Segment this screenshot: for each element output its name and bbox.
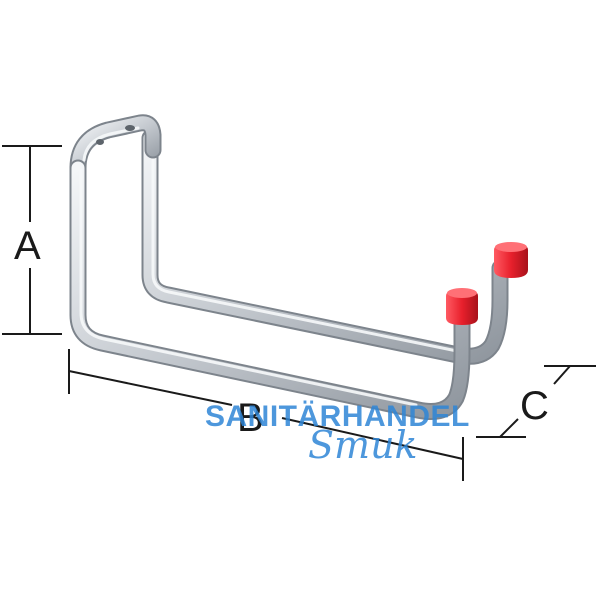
end-caps <box>446 242 528 325</box>
dim-a-label: A <box>14 224 41 268</box>
dim-b-line-right <box>281 417 464 460</box>
dim-c-line-upper <box>553 365 571 385</box>
dim-b-label: B <box>237 396 264 440</box>
dimension-lines <box>2 145 596 481</box>
watermark-line2: Smuk <box>308 423 418 467</box>
steel-hook <box>69 114 509 420</box>
dim-c-line-lower <box>499 418 519 438</box>
watermark-line1: SANITÄRHANDEL <box>205 400 470 433</box>
mounting-holes <box>96 125 135 145</box>
dim-c-label: C <box>520 384 549 428</box>
rear-end-cap <box>494 243 528 278</box>
dim-b-line-left <box>68 370 233 406</box>
front-end-cap <box>446 289 478 325</box>
watermark: SANITÄRHANDEL Smuk <box>205 400 470 467</box>
